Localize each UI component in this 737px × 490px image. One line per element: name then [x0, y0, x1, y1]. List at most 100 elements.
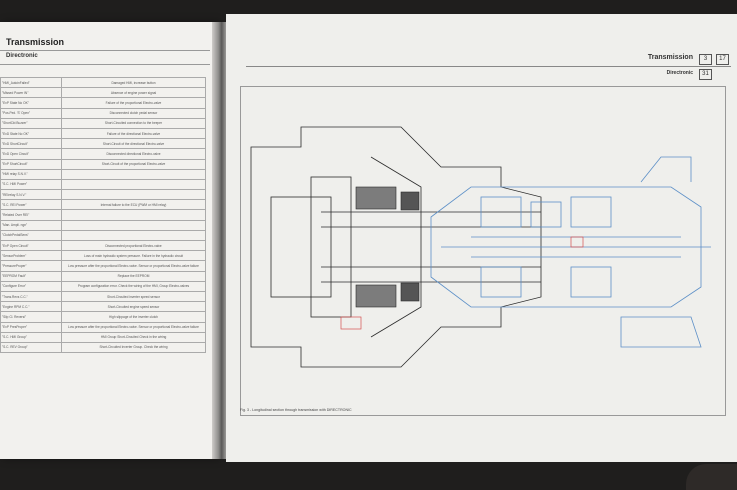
- error-description: High slippage of the inverter clutch: [61, 311, 206, 323]
- error-code: "EvP State No OK": [0, 97, 62, 109]
- table-row: "Man. Ampli. ngn": [0, 219, 206, 231]
- table-row: "EvD Open Circuit"Disconnected direction…: [0, 148, 206, 160]
- table-row: "Configure Error"Program configuration e…: [0, 280, 206, 292]
- error-description: Low pressure after the proportional Elec…: [61, 321, 206, 333]
- book-spine: [212, 22, 228, 459]
- left-page: Transmission Directronic "HMI_AutoinFail…: [0, 22, 218, 459]
- error-description: Disconnected clutch pedal sensor: [61, 107, 206, 119]
- header-chapter-number: 3: [699, 54, 712, 65]
- error-code: "S.C. HMI Group": [0, 331, 62, 343]
- error-description: Failure of the proportional Electro-valv…: [61, 97, 206, 109]
- error-code: "Configure Error": [0, 280, 62, 292]
- error-description: Loss of main hydraulic system pressure. …: [61, 250, 206, 262]
- error-description: [61, 189, 206, 201]
- table-row: "EvP State No OK"Failure of the proporti…: [0, 97, 206, 109]
- subsection-title: Directronic: [6, 53, 38, 59]
- header-sub-number: 31: [699, 69, 712, 80]
- table-row: "S.C. HMI Group"HMI Group Short-Circuite…: [0, 331, 206, 343]
- error-code: "Trans.Revs C.C.": [0, 290, 62, 303]
- table-row: "Pos.Ped. 'S' Open"Disconnected clutch p…: [0, 107, 206, 119]
- error-description: Short-Circuited Inverter Group. Check th…: [61, 341, 206, 354]
- error-description: Low pressure after the proportional Elec…: [61, 260, 206, 272]
- error-description: [61, 229, 206, 242]
- table-row: "Trans.Revs C.C."Short-Circuited inverte…: [0, 290, 206, 303]
- error-code: "S.C. HMI Power": [0, 178, 62, 191]
- error-description: Short-Circuited engine speed sensor: [61, 301, 206, 313]
- error-code: "EvD ShortCircuit": [0, 138, 62, 150]
- error-code: "EvD Open Circuit": [0, 148, 62, 160]
- table-row: "EvP ShortCircuit"Short-Circuit of the p…: [0, 158, 206, 170]
- table-row: "REIrelay S.N.V.": [0, 189, 206, 201]
- section-title: Transmission: [6, 37, 65, 47]
- error-code: "PressureProper": [0, 260, 62, 272]
- error-description: Damaged HMI, increase button: [61, 76, 206, 89]
- error-code: "Engine RPM C.C.": [0, 301, 62, 313]
- error-description: Program configuration error. Check the w…: [61, 280, 206, 292]
- thumb: [686, 464, 737, 490]
- table-row: "Engine RPM C.C."Short-Circuited engine …: [0, 301, 206, 313]
- divider: [0, 64, 210, 65]
- error-description: Disconnected directional Electro-valve: [61, 148, 206, 160]
- error-code-table: "HMI_AutoinFailed"Damaged HMI, increase …: [0, 76, 206, 354]
- table-row: "Related Over REI": [0, 209, 206, 221]
- error-code: "Related Over REI": [0, 209, 62, 221]
- table-row: "Missed Power IN"Absence of engine power…: [0, 87, 206, 99]
- error-code: "SensorProblem": [0, 250, 62, 262]
- error-description: Short-Circuited inverter speed sensor: [61, 290, 206, 303]
- table-row: "EvD State No OK"Failure of the directio…: [0, 127, 206, 140]
- table-row: "ShortCkt Buzzer"Short-Circuited connect…: [0, 117, 206, 129]
- drawing-frame: [240, 86, 726, 416]
- error-description: Short-Circuited connection to the beeper: [61, 117, 206, 129]
- table-row: "S.C. REI Power"Internal failure to the …: [0, 199, 206, 211]
- error-code: "S.C. REV Group": [0, 341, 62, 354]
- table-row: "EvD ShortCircuit"Short-Circuit of the d…: [0, 138, 206, 150]
- error-description: Absence of engine power signal: [61, 87, 206, 99]
- error-description: [61, 219, 206, 231]
- table-row: "Slip Cl. Reversi"High slippage of the i…: [0, 311, 206, 323]
- error-code: "Missed Power IN": [0, 87, 62, 99]
- error-description: Internal failure to the ECU (PWM or HMI …: [61, 199, 206, 211]
- table-row: "HMI relay S.N.V.": [0, 168, 206, 180]
- transmission-section-drawing: [250, 126, 711, 368]
- error-description: [61, 178, 206, 191]
- table-row: "EvP Open Circuit"Disconnected proportio…: [0, 239, 206, 252]
- error-code: "ClutchPedalSens": [0, 229, 62, 242]
- figure-caption: Fig. 3 - Longitudinal section through tr…: [240, 408, 352, 412]
- black-gear-stack: [355, 186, 420, 308]
- error-description: [61, 209, 206, 221]
- error-code: "EEPROM Fault": [0, 270, 62, 282]
- error-code: "Man. Ampli. ngn": [0, 219, 62, 231]
- error-code: "EvP PresProper": [0, 321, 62, 333]
- error-code: "EvP ShortCircuit": [0, 158, 62, 170]
- table-row: "SensorProblem"Loss of main hydraulic sy…: [0, 250, 206, 262]
- error-description: Replace the EEPROM: [61, 270, 206, 282]
- error-code: "REIrelay S.N.V.": [0, 189, 62, 201]
- blue-housing: [430, 156, 711, 348]
- table-row: "PressureProper"Low pressure after the p…: [0, 260, 206, 272]
- header-subtitle: Directronic: [666, 70, 693, 76]
- error-code: "S.C. REI Power": [0, 199, 62, 211]
- divider: [0, 50, 210, 51]
- right-page: Transmission 3 17 Directronic 31: [226, 14, 737, 462]
- header-page-number: 17: [716, 54, 729, 65]
- error-code: "EvP Open Circuit": [0, 239, 62, 252]
- error-code: "ShortCkt Buzzer": [0, 117, 62, 129]
- error-code: "Slip Cl. Reversi": [0, 311, 62, 323]
- table-row: "HMI_AutoinFailed"Damaged HMI, increase …: [0, 76, 206, 89]
- error-description: [61, 168, 206, 180]
- error-description: Short-Circuit of the proportional Electr…: [61, 158, 206, 170]
- table-row: "S.C. HMI Power": [0, 178, 206, 191]
- table-row: "EEPROM Fault"Replace the EEPROM: [0, 270, 206, 282]
- header-rule: [246, 66, 731, 67]
- error-description: Failure of the directional Electro-valve: [61, 127, 206, 140]
- error-code: "EvD State No OK": [0, 127, 62, 140]
- error-code: "HMI_AutoinFailed": [0, 76, 62, 89]
- error-description: Short-Circuit of the directional Electro…: [61, 138, 206, 150]
- error-description: Disconnected proportional Electro-valve: [61, 239, 206, 252]
- error-description: HMI Group Short-Circuited Check in the w…: [61, 331, 206, 343]
- red-accents: [340, 236, 584, 330]
- error-code: "HMI relay S.N.V.": [0, 168, 62, 180]
- table-row: "ClutchPedalSens": [0, 229, 206, 242]
- header-title: Transmission: [647, 54, 693, 61]
- table-row: "EvP PresProper"Low pressure after the p…: [0, 321, 206, 333]
